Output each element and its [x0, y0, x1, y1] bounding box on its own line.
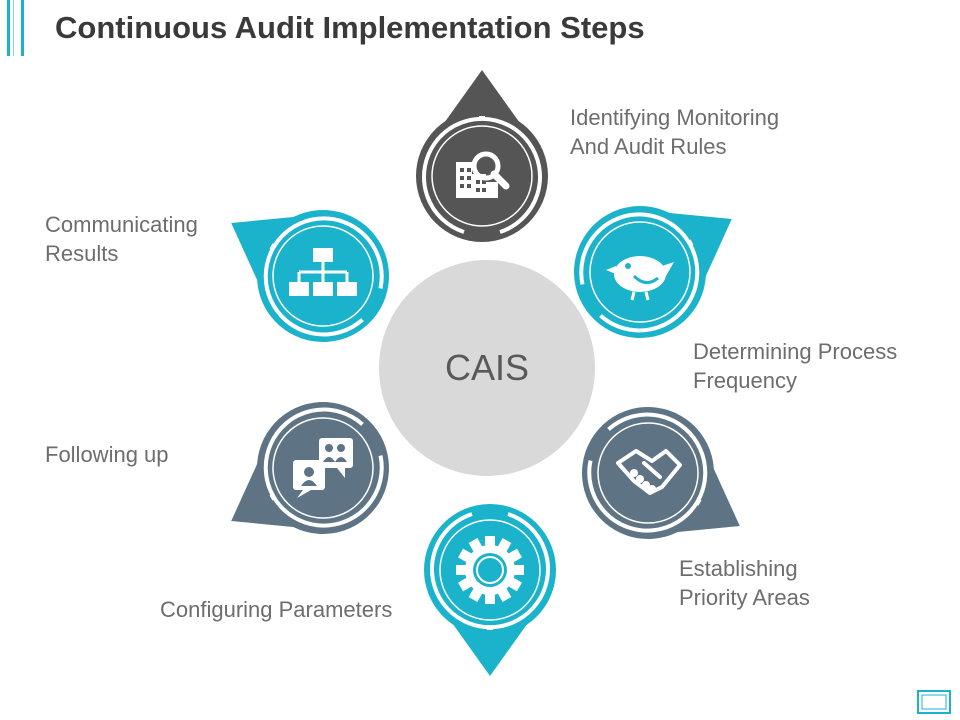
step-communicating — [231, 210, 389, 342]
step-label-line: Following up — [45, 442, 169, 467]
chat-people-icon — [293, 438, 353, 498]
step-label-configuring: Configuring Parameters — [160, 595, 392, 624]
bird-icon — [606, 256, 674, 301]
step-label-line: Configuring Parameters — [160, 597, 393, 622]
center-circle — [379, 260, 595, 476]
step-following — [231, 402, 389, 534]
org-chart-icon — [289, 248, 357, 296]
magnifier-chart-icon — [456, 151, 510, 198]
corner-mark-icon — [917, 690, 951, 714]
step-configuring — [424, 504, 556, 676]
step-label-line: Establishing — [679, 556, 798, 581]
step-label-line: Identifying Monitoring — [570, 105, 780, 130]
handshake-icon — [616, 449, 682, 495]
step-label-line: Determining Process — [693, 339, 898, 364]
step-label-line: Frequency — [693, 368, 797, 393]
gear-icon — [456, 536, 524, 604]
step-establishing — [582, 407, 740, 539]
step-label-line: And Audit Rules — [570, 134, 727, 159]
step-identifying — [416, 70, 548, 242]
page-title: Continuous Audit Implementation Steps — [55, 10, 645, 45]
step-label-line: Priority Areas — [679, 585, 810, 610]
arrow-communicating — [231, 210, 389, 342]
step-label-line: Results — [45, 241, 119, 266]
step-label-line: Communicating — [45, 212, 198, 237]
step-determining — [574, 206, 732, 338]
arrow-establishing — [582, 407, 740, 539]
step-label-following: Following up — [45, 440, 169, 469]
accent-bar-right — [21, 0, 24, 56]
accent-bar-thin — [13, 0, 14, 56]
center-label: CAIS — [445, 347, 529, 388]
accent-bar — [7, 0, 10, 56]
